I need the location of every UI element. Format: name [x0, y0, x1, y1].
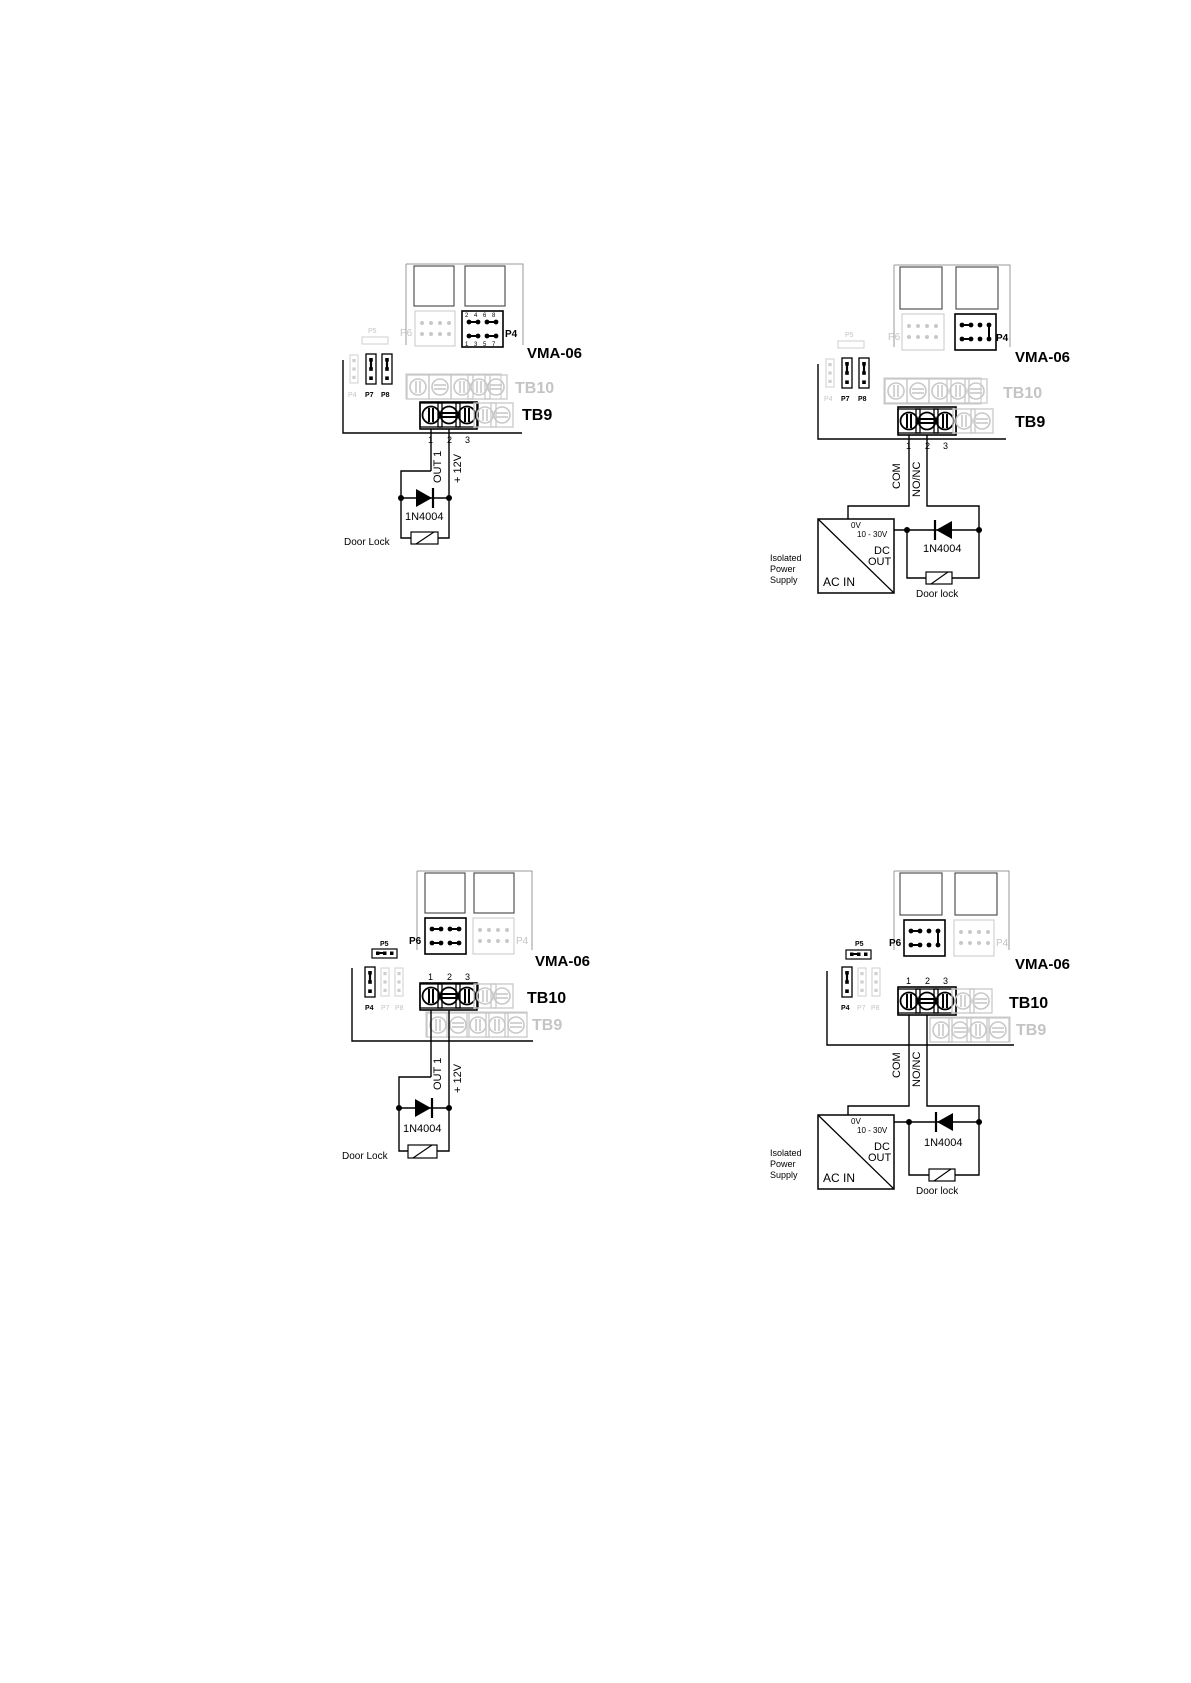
psu-ac-in: AC IN	[823, 575, 855, 589]
pin-bottom-7: 7	[492, 342, 496, 348]
p4-small-label: P4	[348, 392, 357, 399]
term-3: 3	[943, 441, 948, 451]
p6-label: P6	[888, 332, 901, 343]
door-lock-label: Door lock	[916, 1186, 959, 1197]
p7-label: P7	[381, 1005, 390, 1012]
p8-label: P8	[871, 1005, 880, 1012]
psu-out: OUT	[868, 1152, 892, 1164]
pin-top-2: 2	[465, 313, 469, 319]
psu-dc: DC	[874, 1141, 890, 1153]
p4-small-label: P4	[365, 1005, 374, 1012]
out1-label: OUT 1	[432, 451, 444, 483]
door-lock-label: Door Lock	[342, 1151, 389, 1162]
diode-label: 1N4004	[923, 543, 962, 555]
p8-label: P8	[858, 396, 867, 403]
p6-label: P6	[889, 938, 902, 949]
psu-dc: DC	[874, 545, 890, 557]
p6-label: P6	[400, 328, 413, 339]
p5-label: P5	[845, 332, 854, 339]
p4-label: P4	[996, 938, 1009, 949]
p8-label: P8	[395, 1005, 404, 1012]
p4-label: P4	[996, 333, 1009, 344]
pin-bottom-5: 5	[483, 342, 487, 348]
p5-label: P5	[855, 941, 864, 948]
pin-top-8: 8	[492, 313, 496, 319]
tb10-label: TB10	[515, 380, 554, 397]
pin-bottom-1: 1	[465, 342, 469, 348]
term-2: 2	[447, 972, 452, 982]
diode-label: 1N4004	[405, 511, 444, 523]
psu-range: 10 - 30V	[857, 530, 888, 539]
psu-range: 10 - 30V	[857, 1126, 888, 1135]
board-name: VMA-06	[527, 345, 582, 362]
diagram-tb10-external: P6 P4 VMA-06 P5 P4 P7 P8 TB10 1 2 3 TB9	[770, 870, 1070, 1197]
psu-line-2: Power	[770, 564, 796, 574]
p8-label: P8	[381, 392, 390, 399]
pin-bottom-3: 3	[474, 342, 478, 348]
plus12v-label: + 12V	[452, 1063, 464, 1093]
tb10-label: TB10	[527, 990, 566, 1007]
diagram-tb10-internal: P6 P4 VMA-06 P5 P4 P7 P8 TB10 1 2 3 TB9	[342, 870, 590, 1162]
p4-small-label: P4	[824, 396, 833, 403]
out1-label: OUT 1	[432, 1058, 444, 1090]
term-1: 1	[906, 976, 911, 986]
tb10-label: TB10	[1003, 385, 1042, 402]
diagram-tb9-internal: P6 P4 VMA-06 P5 P4 P7 P8 TB10 TB9 1	[342, 263, 582, 548]
psu-line-3: Supply	[770, 1170, 798, 1180]
psu-ac-in: AC IN	[823, 1171, 855, 1185]
door-lock-label: Door lock	[916, 589, 959, 600]
diode-label: 1N4004	[924, 1137, 963, 1149]
psu-line-1: Isolated	[770, 1148, 802, 1158]
term-3: 3	[943, 976, 948, 986]
tb9-label: TB9	[1015, 414, 1045, 431]
com-label: COM	[891, 463, 903, 489]
nonc-label: NO/NC	[911, 1052, 923, 1088]
plus12v-label: + 12V	[452, 453, 464, 483]
psu-out: OUT	[868, 556, 892, 568]
psu-line-1: Isolated	[770, 553, 802, 563]
pin-top-6: 6	[483, 313, 487, 319]
p6-label: P6	[409, 936, 422, 947]
board-name: VMA-06	[1015, 956, 1070, 973]
p4-small-label: P4	[841, 1005, 850, 1012]
pin-numbers: 2 4 6 8 1 3 5 7	[465, 313, 496, 348]
tb9-label: TB9	[532, 1017, 562, 1034]
p4-label: P4	[516, 936, 529, 947]
tb9-label: TB9	[1016, 1022, 1046, 1039]
tb10-label: TB10	[1009, 995, 1048, 1012]
nonc-label: NO/NC	[911, 462, 923, 498]
p5-label: P5	[368, 328, 377, 335]
term-2: 2	[925, 976, 930, 986]
psu-0v: 0V	[851, 1117, 861, 1126]
tb9-label: TB9	[522, 407, 552, 424]
p7-label: P7	[365, 392, 374, 399]
diagram-tb9-external: P6 P4 VMA-06 P5 P4 P7 P8 TB10 TB9 1 2 3 …	[770, 264, 1070, 600]
board-name: VMA-06	[1015, 349, 1070, 366]
psu-line-2: Power	[770, 1159, 796, 1169]
door-lock-label: Door Lock	[344, 537, 391, 548]
pin-top-4: 4	[474, 313, 478, 319]
p7-label: P7	[857, 1005, 866, 1012]
psu-line-3: Supply	[770, 575, 798, 585]
term-3: 3	[465, 972, 470, 982]
board-name: VMA-06	[535, 953, 590, 970]
com-label: COM	[891, 1052, 903, 1078]
term-1: 1	[428, 972, 433, 982]
p5-label: P5	[380, 941, 389, 948]
psu-0v: 0V	[851, 521, 861, 530]
diode-label: 1N4004	[403, 1123, 442, 1135]
term-3: 3	[465, 435, 470, 445]
p4-label: P4	[505, 329, 518, 340]
p7-label: P7	[841, 396, 850, 403]
